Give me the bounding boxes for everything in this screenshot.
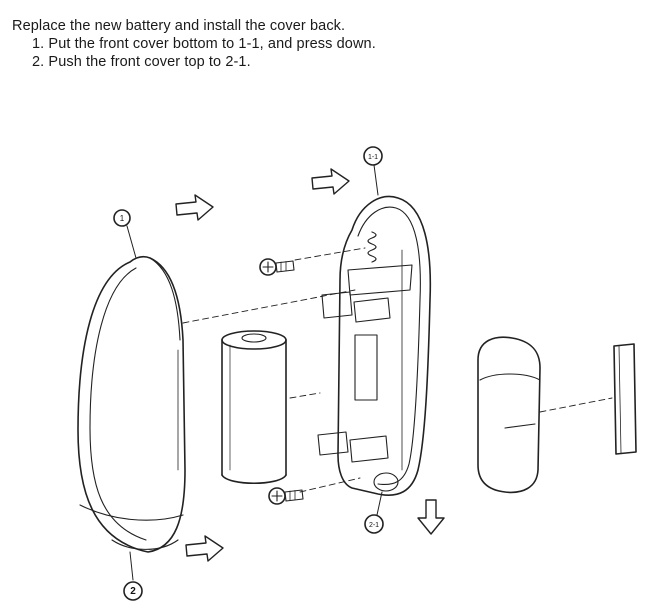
arrow-icon — [311, 168, 350, 195]
callout-circle — [364, 514, 384, 534]
screw-top — [259, 258, 295, 276]
callout-label-2: 2 — [130, 586, 136, 597]
instruction-step-2: 2. Push the front cover top to 2-1. — [32, 54, 251, 70]
alignment-lines — [182, 247, 613, 493]
arrow-icon — [175, 194, 214, 221]
magnet-cover — [477, 336, 541, 494]
instructions-intro: Replace the new battery and install the … — [12, 18, 346, 34]
back-housing — [317, 195, 432, 496]
callout-circle — [113, 209, 131, 227]
callout-label-2-1: 2-1 — [369, 522, 379, 529]
battery — [221, 330, 287, 484]
instruction-step-1: 1. Put the front cover bottom to 1-1, an… — [32, 36, 376, 52]
callout-label-1-1: 1-1 — [368, 154, 378, 161]
callout-circle — [363, 146, 383, 166]
arrow-icon — [185, 535, 224, 562]
front-cover — [77, 255, 186, 553]
magnet-strip — [613, 343, 637, 455]
arrow-down-icon — [417, 499, 445, 535]
instructions: Replace the new battery and install the … — [12, 17, 376, 71]
callout-label-1: 1 — [120, 214, 125, 223]
callout-circle — [123, 581, 143, 601]
screw-bottom — [268, 487, 304, 505]
